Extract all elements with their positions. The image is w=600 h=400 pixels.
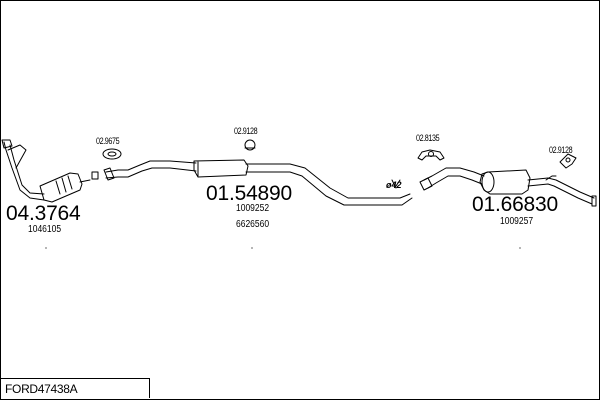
tailpipe (527, 177, 595, 205)
middle-rear-pipe (245, 163, 413, 206)
rear-inlet-pipe (423, 167, 485, 189)
mount-middle-code: 02.9128 (234, 126, 258, 136)
front-y-branch (7, 144, 27, 169)
gasket-front-clamp (91, 171, 99, 180)
pipe-diameter-label: ø42 (386, 180, 402, 190)
middle-part-oe-2: 6626560 (236, 219, 270, 230)
catalytic-converter (39, 172, 83, 203)
middle-silencer (193, 159, 249, 178)
gasket-front-ring (102, 148, 122, 160)
rear-silencer (479, 169, 531, 195)
mount-rear-right-code: 02.9128 (549, 145, 573, 155)
rear-part-oe: 1009257 (500, 216, 534, 227)
front-part-code: 04.3764 (6, 202, 81, 225)
kit-code-label: FORD47438A (0, 378, 150, 398)
middle-part-oe-1: 1009252 (236, 203, 270, 214)
rear-part-code: 01.66830 (472, 193, 558, 216)
mount-middle (244, 139, 256, 151)
middle-part-code: 01.54890 (206, 182, 292, 205)
front-flange (1, 139, 13, 149)
clamp-pipe (391, 179, 401, 189)
gasket-front-code: 02.9675 (96, 136, 120, 146)
intermediate-pipe (105, 160, 197, 179)
front-downpipe (3, 141, 45, 201)
mount-rear-left (417, 149, 445, 161)
mount-rear-right (559, 153, 577, 169)
mount-rear-left-code: 02.8135 (416, 133, 440, 143)
front-part-oe: 1046105 (28, 224, 62, 235)
